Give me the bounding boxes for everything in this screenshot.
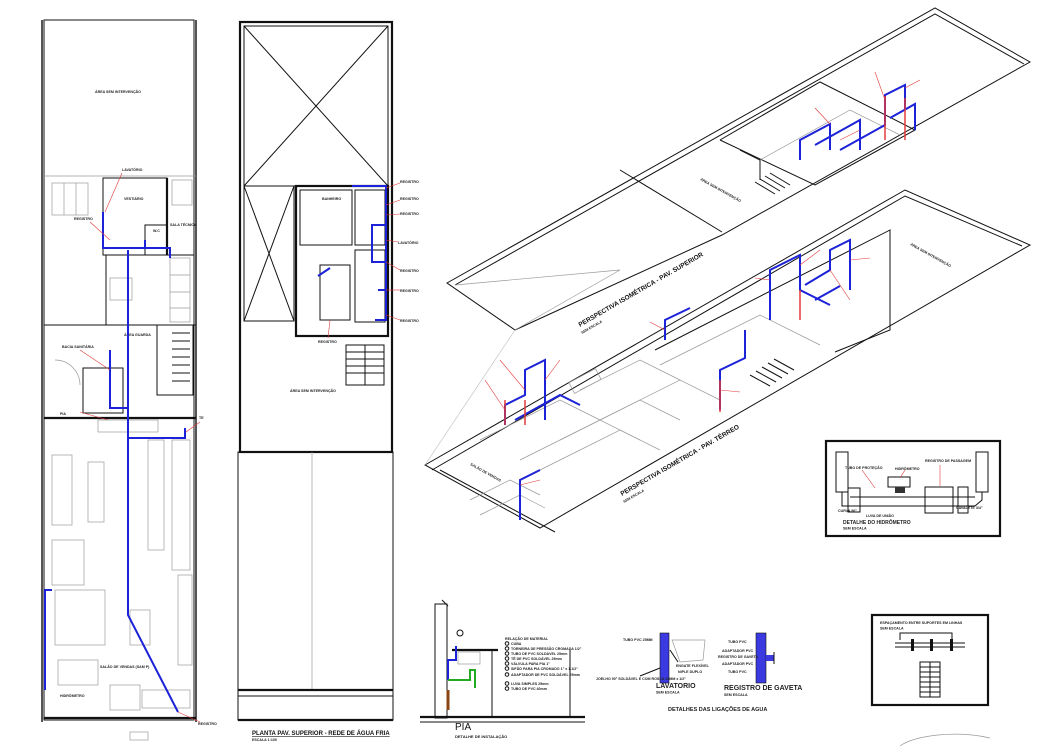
drawing-label: TUBO DE PVC SOLDÁVEL 25mm xyxy=(511,651,567,656)
drawing-label: TORNEIRA DE PRESSÃO CROMADA 1/2" xyxy=(511,646,582,651)
drawing-label: PIA xyxy=(60,412,66,416)
drawing-label: VÁLVULA PARA PIA 1" xyxy=(511,661,550,666)
upper-pipes xyxy=(317,185,387,321)
drawing-label: REGISTRO xyxy=(400,319,419,323)
drawing-label: ESPAÇAMENTO ENTRE SUPORTES EM LINHAS xyxy=(880,621,963,625)
room-label-locker: VESTIÁRIO xyxy=(124,196,144,201)
isometric-ground-floor: ÁREA SEM INTERVENÇÃO SALÃO DE VENDAS PER… xyxy=(423,189,1032,533)
drawing-label: ADAPTADOR PVC xyxy=(722,649,753,653)
drawing-label: LAVATÓRIO xyxy=(122,167,143,172)
drawing-label: SEM ESCALA xyxy=(724,693,748,697)
sink-detail-subtitle: DETALHE DE INSTALAÇÃO xyxy=(455,734,507,739)
room-label-no-work-area: ÁREA SEM INTERVENÇÃO xyxy=(95,89,141,94)
ground-callouts: LAVATÓRIO REGISTRO BACIA SANITÁRIA PIA T… xyxy=(60,167,217,726)
drawing-label: ADAPTADOR DE PVC SOLDÁVEL 25mm xyxy=(511,672,580,677)
meter-detail: TUBO DE PROTEÇÃO HIDRÔMETRO REGISTRO DE … xyxy=(824,439,1002,538)
drawing-label: TÊ DE PVC SOLDÁVEL 25mm xyxy=(511,656,562,661)
drawing-label: NIPLE DUPLO xyxy=(678,670,702,674)
room-label-sales-floor: SALÃO DE VENDAS (SAM P) xyxy=(100,664,150,669)
drawing-label: ENGATE FLEXÍVEL xyxy=(676,663,710,668)
drawing-label: TUBO DE PROTEÇÃO xyxy=(845,465,883,470)
drawing-label: REGISTRO DE GAVETA xyxy=(718,655,759,659)
drawing-label: REGISTRO xyxy=(400,269,419,273)
support-spacing-detail: ESPAÇAMENTO ENTRE SUPORTES EM LINHAS SEM… xyxy=(870,613,990,707)
meter-detail-scale: SEM ESCALA xyxy=(843,527,867,531)
upper-callouts: REGISTRO REGISTRO REGISTRO LAVATÓRIO REG… xyxy=(318,180,419,344)
drawing-label: LUVA SIMPLES 25mm xyxy=(511,682,549,686)
drawing-label: REGISTRO xyxy=(400,180,419,184)
iso-upper-pipes xyxy=(799,83,916,160)
drawing-label: REGISTRO xyxy=(400,212,419,216)
lavatory-title: LAVATORIO xyxy=(656,683,696,690)
drawing-label: TE xyxy=(199,416,204,420)
room-label-meter: HIDRÔMETRO xyxy=(60,693,85,698)
upper-room-bath: BANHEIRO xyxy=(322,197,341,201)
drawing-label: TUBO PVC 25MM xyxy=(623,638,653,642)
iso-ground-pipes xyxy=(504,238,851,520)
drawing-label: ADAPTADOR PVC xyxy=(722,662,753,666)
connections-detail-title: DETALHES DAS LIGAÇÕES DE AGUA xyxy=(668,706,767,713)
drawing-label: REGISTRO xyxy=(318,340,337,344)
cold-water-pipes xyxy=(44,212,186,713)
connections-detail: TUBO PVC 25MM JOELHO 90° SOLDÁVEL E COM … xyxy=(596,632,802,713)
drawing-label: TUBO PVC xyxy=(728,670,747,674)
room-label-tech: SALA TÉCNICA xyxy=(170,222,197,227)
iso-ground-title: PERSPECTIVA ISOMÉTRICA - PAV. TÉRREO xyxy=(619,422,741,498)
drawing-label: CAVALETE 3/4" xyxy=(956,506,983,510)
iso-ground-tag: SALÃO DE VENDAS xyxy=(470,462,503,483)
iso-ground-area-label: ÁREA SEM INTERVENÇÃO xyxy=(910,242,953,269)
drawing-label: JOELHO 90° SOLDÁVEL E COM ROSCA 25MM x 1… xyxy=(596,676,686,681)
drawing-label: REGISTRO xyxy=(400,197,419,201)
drawing-label: HIDRÔMETRO xyxy=(895,466,920,471)
drawing-label: SEM ESCALA xyxy=(656,691,680,695)
drawing-label: REGISTRO xyxy=(198,722,217,726)
sink-detail-title: PIA xyxy=(455,722,471,733)
upper-room-no-work-area: ÁREA SEM INTERVENÇÃO xyxy=(290,388,336,393)
drawing-label: REGISTRO xyxy=(400,289,419,293)
iso-upper-area-label: ÁREA SEM INTERVENÇÃO xyxy=(700,177,743,204)
drawing-label: TUBO DE PVC 40mm xyxy=(511,687,547,691)
material-list: CUBA TORNEIRA DE PRESSÃO CROMADA 1/2" TU… xyxy=(504,641,582,691)
drawing-label: CUBA xyxy=(511,642,522,646)
upper-floor-plan: BANHEIRO ÁREA SEM INTERVENÇÃO REGISTRO R… xyxy=(237,20,419,742)
drawing-label: REGISTRO DE PASSAGEM xyxy=(925,459,971,463)
sink-detail: PIA DETALHE DE INSTALAÇÃO RELAÇÃO DE MAT… xyxy=(420,599,585,739)
drawing-label: SEM ESCALA xyxy=(880,627,904,631)
upper-plan-title: PLANTA PAV. SUPERIOR - REDE DE ÁGUA FRIA xyxy=(252,730,390,737)
drawing-label: LUVA DE UNIÃO xyxy=(866,513,894,518)
ground-floor-plan: ÁREA SEM INTERVENÇÃO VESTIÁRIO W.C SALA … xyxy=(41,19,217,741)
plot-outline xyxy=(43,19,195,721)
meter-detail-title: DETALHE DO HIDRÔMETRO xyxy=(843,518,911,526)
valve-title: REGISTRO DE GAVETA xyxy=(724,685,802,692)
drawing-label: TUBO PVC xyxy=(728,640,747,644)
drawing-label: CURVA 90° xyxy=(838,509,857,513)
drawing-label: REGISTRO xyxy=(74,217,93,221)
drawing-label: LAVATÓRIO xyxy=(398,240,419,245)
upper-plan-scale: ESCALA 1:100 xyxy=(252,738,277,742)
room-label-wc: W.C xyxy=(153,229,160,233)
material-list-title: RELAÇÃO DE MATERIAL xyxy=(505,636,549,641)
drawing-label: SIFÃO PARA PIA CROMADO 1" x 1.1/2" xyxy=(511,666,578,671)
iso-upper-title: PERSPECTIVA ISOMÉTRICA - PAV. SUPERIOR xyxy=(577,249,705,328)
drawing-label: BACIA SANITÁRIA xyxy=(62,344,94,349)
room-label-storage: ÁREA GUARDA xyxy=(124,332,151,337)
